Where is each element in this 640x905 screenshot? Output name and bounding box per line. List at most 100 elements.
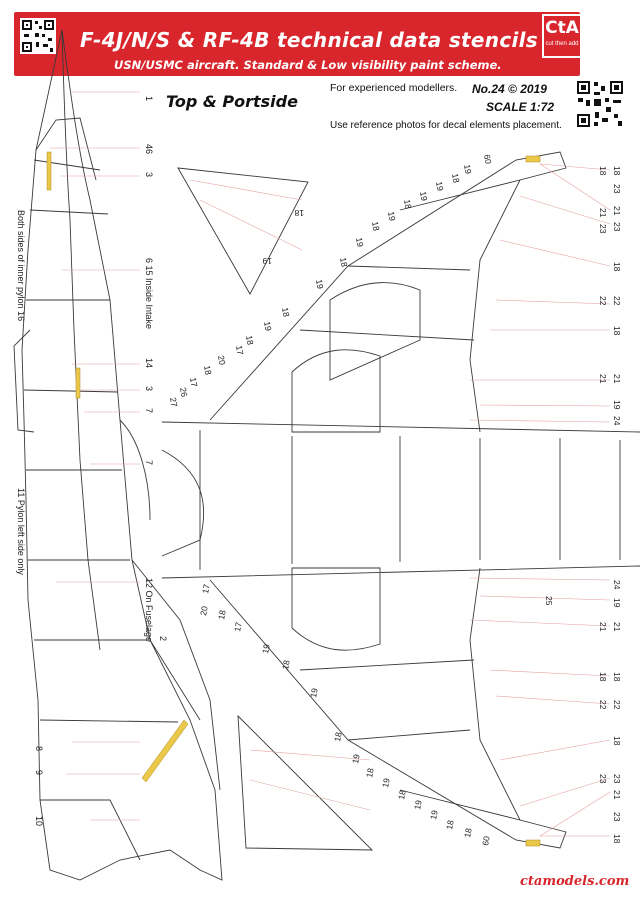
callout: 20 <box>198 605 210 616</box>
callout: 19 <box>612 598 622 608</box>
stencil-mark <box>46 151 52 191</box>
logo-tagline: cut then add <box>545 41 579 47</box>
callout: 19 <box>418 191 430 202</box>
fuselage-callouts: 1 46 3 6 15 Inside Intake 14 3 7 7 12 On… <box>16 96 168 826</box>
callout: 18 <box>370 221 382 232</box>
callout: 18 <box>612 326 622 336</box>
callout: 60 <box>480 835 492 846</box>
fuselage-top-view <box>161 421 640 579</box>
callout: 18 <box>402 199 414 210</box>
callout: 18 <box>244 335 256 346</box>
callout: 19 <box>380 777 392 788</box>
callout: 17 <box>234 345 246 356</box>
callout: 19 <box>612 400 622 410</box>
callout: 19 <box>462 164 474 175</box>
callout: 23 <box>612 222 622 232</box>
upper-stabilizer <box>177 167 309 295</box>
qr-code-icon <box>20 18 56 54</box>
callout: 22 <box>612 700 622 710</box>
callout: 22 <box>598 296 608 306</box>
callout: 20 <box>216 355 228 366</box>
callout: 2 <box>158 636 168 641</box>
callout: 12 On Fuselage <box>144 578 154 642</box>
callout: 7 <box>144 408 154 413</box>
callout: 19 <box>350 753 362 764</box>
sheet-title: F-4J/N/S & RF-4B technical data stencils <box>80 28 538 52</box>
callout: 19 <box>412 799 424 810</box>
callout: 19 <box>308 687 320 698</box>
callout: 18 <box>396 789 408 800</box>
logo-text: CtA <box>545 18 579 38</box>
callout: 21 <box>612 790 622 800</box>
callout: 22 <box>612 296 622 306</box>
callout: 19 <box>262 321 274 332</box>
callout: 21 <box>612 374 622 384</box>
callout: 19 <box>386 211 398 222</box>
callout: 6 15 Inside Intake <box>144 258 154 329</box>
callout: 18 <box>598 166 608 176</box>
callout: 18 <box>280 659 292 670</box>
callout: 24 <box>612 580 622 590</box>
callout: 17 <box>188 377 200 388</box>
callout: 23 <box>612 184 622 194</box>
callout: 25 <box>544 596 554 606</box>
callout: 3 <box>144 386 154 391</box>
callout: 19 <box>262 256 272 266</box>
view-title: Top & Portside <box>166 92 298 111</box>
stencil-mark <box>525 839 541 847</box>
callout: 60 <box>482 154 494 165</box>
callout: 18 <box>202 365 214 376</box>
callout: 19 <box>314 279 326 290</box>
callout: 11 Pylon left side only <box>16 488 26 575</box>
stencil-mark <box>75 367 81 399</box>
stencil-mark <box>141 719 189 783</box>
fuselage-outline <box>21 29 223 881</box>
sheet-number: No.24 © 2019 <box>472 82 547 96</box>
callout: 22 <box>598 700 608 710</box>
callout: 18 <box>612 166 622 176</box>
callout: 17 <box>232 621 244 632</box>
callout: 18 <box>612 672 622 682</box>
callout: 19 <box>260 643 272 654</box>
callout: 19 <box>434 181 446 192</box>
callout: 21 <box>598 622 608 632</box>
callout: 21 <box>612 622 622 632</box>
callout: 18 <box>612 262 622 272</box>
callout: 27 <box>168 397 180 408</box>
callout: 9 <box>34 770 44 775</box>
callout: Both sides of inner pylon 16 <box>16 210 26 321</box>
callout: 3 <box>144 172 154 177</box>
callout: 21 <box>598 208 608 218</box>
callout: 1 <box>144 96 154 101</box>
callout: 18 <box>612 834 622 844</box>
sheet-subtitle: USN/USMC aircraft. Standard & Low visibi… <box>114 58 502 72</box>
scale-label: SCALE 1:72 <box>486 100 555 114</box>
callout: 18 <box>612 736 622 746</box>
callout: 7 <box>144 460 154 465</box>
lower-wing-callouts: 24 19 25 21 21 18 18 22 22 18 23 21 23 2… <box>198 580 622 846</box>
experience-note: For experienced modellers. <box>330 82 458 94</box>
callout: 23 <box>598 774 608 784</box>
callout: 19 <box>428 809 440 820</box>
lower-wing <box>209 567 567 849</box>
callout: 18 <box>294 208 304 218</box>
callout: 46 <box>144 144 154 154</box>
callout: 19 <box>354 237 366 248</box>
callout: 21 <box>598 374 608 384</box>
callout: 18 <box>450 173 462 184</box>
reference-note: Use reference photos for decal elements … <box>330 120 562 131</box>
callout: 17 <box>200 583 212 594</box>
callout: 23 <box>612 774 622 784</box>
upper-wing-callouts: 19 60 18 19 19 18 19 18 19 18 19 18 19 1… <box>168 154 622 426</box>
website-link[interactable]: ctamodels.com <box>520 874 630 889</box>
callout: 18 <box>598 672 608 682</box>
callout: 18 <box>364 767 376 778</box>
callout: 18 <box>216 609 228 620</box>
callout: 24 <box>612 416 622 426</box>
callout: 23 <box>612 812 622 822</box>
callout: 8 <box>34 746 44 751</box>
cta-logo: CtA cut then add <box>542 14 582 58</box>
upper-wing <box>209 151 567 433</box>
